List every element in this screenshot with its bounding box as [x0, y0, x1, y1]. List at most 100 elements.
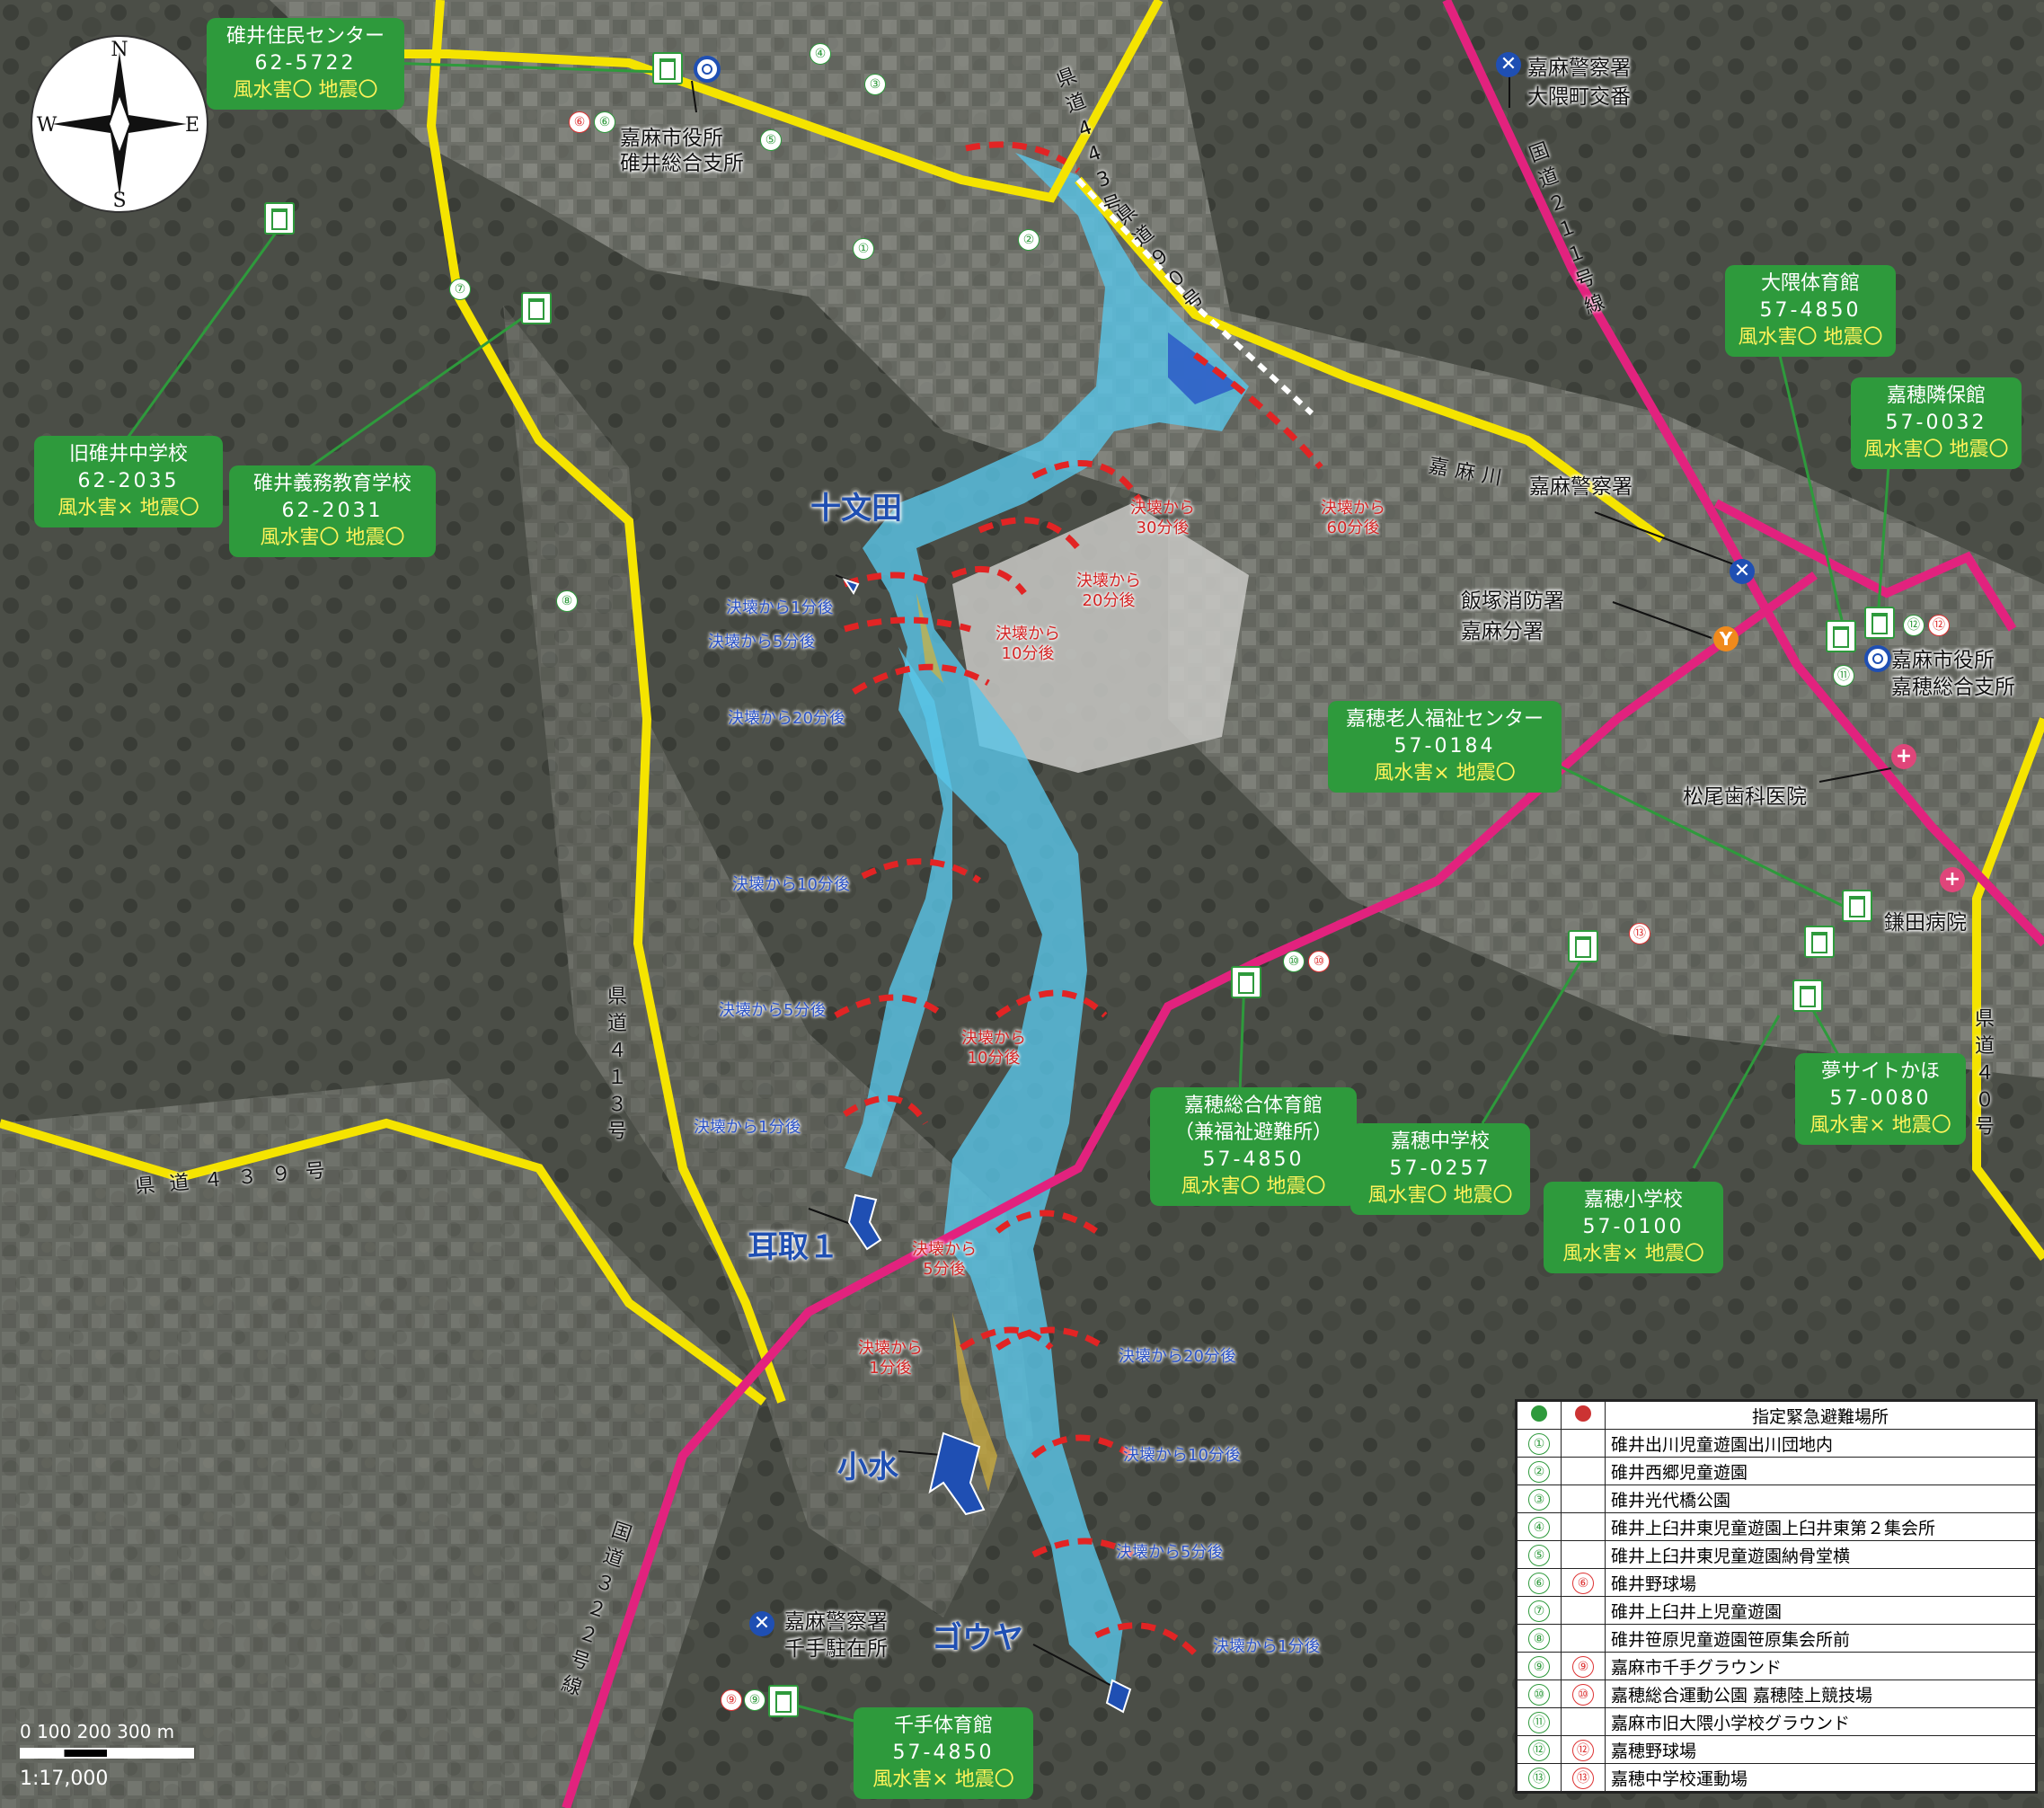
police-icon[interactable]: ✕: [1730, 559, 1755, 584]
marker-3[interactable]: ③: [864, 74, 886, 95]
shelter-icon[interactable]: [1842, 890, 1872, 922]
legend-num: ⑩: [1517, 1679, 1562, 1708]
shelter-box-usui-center[interactable]: 碓井住民センター 62-5722 風水害〇 地震〇: [207, 18, 404, 110]
shelter-name: 大隈体育館: [1760, 272, 1860, 295]
shelter-box-old-usui-jhs[interactable]: 旧碓井中学校 62-2035 風水害× 地震〇: [34, 436, 223, 527]
shelter-icon[interactable]: [652, 52, 683, 84]
flood-zone: [845, 153, 1249, 1689]
shelter-box-kaho-jhs[interactable]: 嘉穂中学校 57-0257 風水害〇 地震〇: [1350, 1123, 1530, 1215]
fire-station-icon[interactable]: Y: [1713, 626, 1739, 651]
shelter-box-ookuma-gym[interactable]: 大隈体育館 57-4850 風水害〇 地震〇: [1725, 265, 1896, 357]
shelter-box-kaho-elderly[interactable]: 嘉穂老人福祉センター 57-0184 風水害× 地震〇: [1328, 701, 1562, 793]
shelter-box-senzu-gym[interactable]: 千手体育館 57-4850 風水害× 地震〇: [854, 1707, 1033, 1799]
shelter-icon[interactable]: [1568, 930, 1598, 962]
shelter-box-yume-site[interactable]: 夢サイトかほ 57-0080 風水害× 地震〇: [1795, 1053, 1966, 1145]
pond-gouya: ゴウヤ: [932, 1620, 1023, 1656]
shelter-box-kaho-elem[interactable]: 嘉穂小学校 57-0100 風水害× 地震〇: [1544, 1182, 1723, 1273]
flood-time: 決壊から1分後: [1213, 1637, 1321, 1656]
marker-2[interactable]: ②: [1018, 229, 1040, 251]
shelter-icon[interactable]: [768, 1685, 799, 1717]
shelter-name: 嘉穂総合体育館: [1183, 1095, 1323, 1117]
shelter-icon[interactable]: [1864, 607, 1895, 639]
city-hall-icon[interactable]: [1864, 645, 1891, 672]
hospital-icon[interactable]: +: [1891, 744, 1916, 769]
flood-time: 決壊から 20分後: [1076, 572, 1141, 610]
shelter-rating: 風水害× 地震〇: [58, 497, 199, 519]
marker-13-red[interactable]: ⑬: [1629, 923, 1650, 944]
legend-shelter-header: [1517, 1401, 1562, 1430]
marker-7[interactable]: ⑦: [449, 279, 471, 300]
marker-1[interactable]: ①: [853, 238, 874, 260]
marker-8[interactable]: ⑧: [556, 590, 578, 612]
legend-num-green: ①: [1528, 1432, 1550, 1455]
marker-10-red[interactable]: ⑩: [1308, 951, 1330, 972]
police-icon[interactable]: ✕: [749, 1611, 774, 1636]
shelter-tel: 62-2031: [281, 500, 384, 522]
legend-refuge-header: [1561, 1401, 1606, 1430]
marker-6[interactable]: ⑥: [594, 111, 615, 133]
earthquake-site-icon: [1575, 1405, 1591, 1422]
shelter-box-kaho-rinpo[interactable]: 嘉穂隣保館 57-0032 風水害〇 地震〇: [1851, 377, 2022, 469]
marker-10[interactable]: ⑩: [1283, 951, 1305, 972]
hospital-icon[interactable]: +: [1940, 867, 1965, 892]
fire-station-label: 飯塚消防署 嘉麻分署: [1461, 589, 1564, 643]
shelter-name: 夢サイトかほ: [1820, 1060, 1940, 1083]
legend-num: ⑬: [1517, 1763, 1562, 1792]
prefectural-roads: [0, 0, 2044, 1405]
pond-mimitori: 耳取１: [748, 1229, 839, 1265]
legend-num-green: ⑥: [1528, 1572, 1550, 1594]
legend-num-green: ⑩: [1528, 1683, 1550, 1706]
road-90-route: [1075, 177, 1314, 416]
shelter-rating: 風水害〇 地震〇: [1863, 439, 2009, 461]
legend-num-red: ⑥: [1572, 1572, 1594, 1594]
shelter-tel: 57-0080: [1829, 1087, 1932, 1110]
marker-9-red[interactable]: ⑨: [721, 1689, 742, 1711]
legend-num-alt: ⑬: [1561, 1763, 1606, 1792]
shelter-name: 千手体育館: [893, 1715, 993, 1737]
marker-9[interactable]: ⑨: [744, 1689, 765, 1711]
shelter-box-usui-compulsory[interactable]: 碓井義務教育学校 62-2031 風水害〇 地震〇: [229, 465, 436, 557]
shelter-rating: 風水害〇 地震〇: [233, 79, 378, 102]
shelter-name: 碓井義務教育学校: [252, 473, 411, 495]
dental-clinic-label: 松尾歯科医院: [1683, 785, 1807, 809]
legend-num-green: ⑤: [1528, 1544, 1550, 1566]
shelter-icon[interactable]: [264, 202, 295, 235]
pond-shapes: [842, 578, 1132, 1714]
shelter-icon[interactable]: [1231, 966, 1261, 998]
city-hall-icon[interactable]: [694, 56, 721, 83]
shelter-tel: 57-4850: [1759, 299, 1862, 322]
flood-time: 決壊から 10分後: [961, 1029, 1026, 1068]
compass-w: W: [37, 114, 58, 137]
shelter-icon[interactable]: [1826, 620, 1856, 652]
compass-e: E: [185, 114, 199, 137]
scale-graphic: [20, 1748, 194, 1759]
shelter-icon[interactable]: [1804, 926, 1835, 958]
legend-num-green: ⑨: [1528, 1655, 1550, 1678]
marker-12[interactable]: ⑫: [1903, 615, 1925, 636]
marker-6-red[interactable]: ⑥: [569, 111, 590, 133]
marker-12-red[interactable]: ⑫: [1928, 615, 1950, 636]
shelter-icon[interactable]: [1792, 979, 1823, 1012]
flood-time: 決壊から1分後: [694, 1118, 801, 1137]
shelter-name: 嘉穂老人福祉センター: [1345, 708, 1544, 731]
legend-num-green: ⑪: [1528, 1711, 1550, 1733]
evacuation-site-icon: [1531, 1405, 1547, 1422]
shelter-icon[interactable]: [521, 292, 552, 324]
shelter-rating: 風水害× 地震〇: [1374, 762, 1516, 784]
marker-4[interactable]: ④: [810, 43, 831, 65]
shelter-tel: 57-0032: [1885, 412, 1987, 434]
legend-site-name: 碓井上臼井東児童遊園納骨堂横: [1605, 1540, 2036, 1569]
legend-site-name: 嘉穂野球場: [1605, 1735, 2036, 1764]
marker-11[interactable]: ⑪: [1833, 665, 1854, 687]
shelter-box-kaho-general-gym[interactable]: 嘉穂総合体育館 （兼福祉避難所） 57-4850 風水害〇 地震〇: [1150, 1087, 1357, 1206]
legend-site-name: 嘉麻市千手グラウンド: [1605, 1652, 2036, 1680]
shelter-sub: （兼福祉避難所）: [1173, 1121, 1332, 1144]
legend-num-alt: [1561, 1707, 1606, 1736]
marker-5[interactable]: ⑤: [760, 129, 782, 151]
police-icon[interactable]: ✕: [1496, 52, 1521, 77]
